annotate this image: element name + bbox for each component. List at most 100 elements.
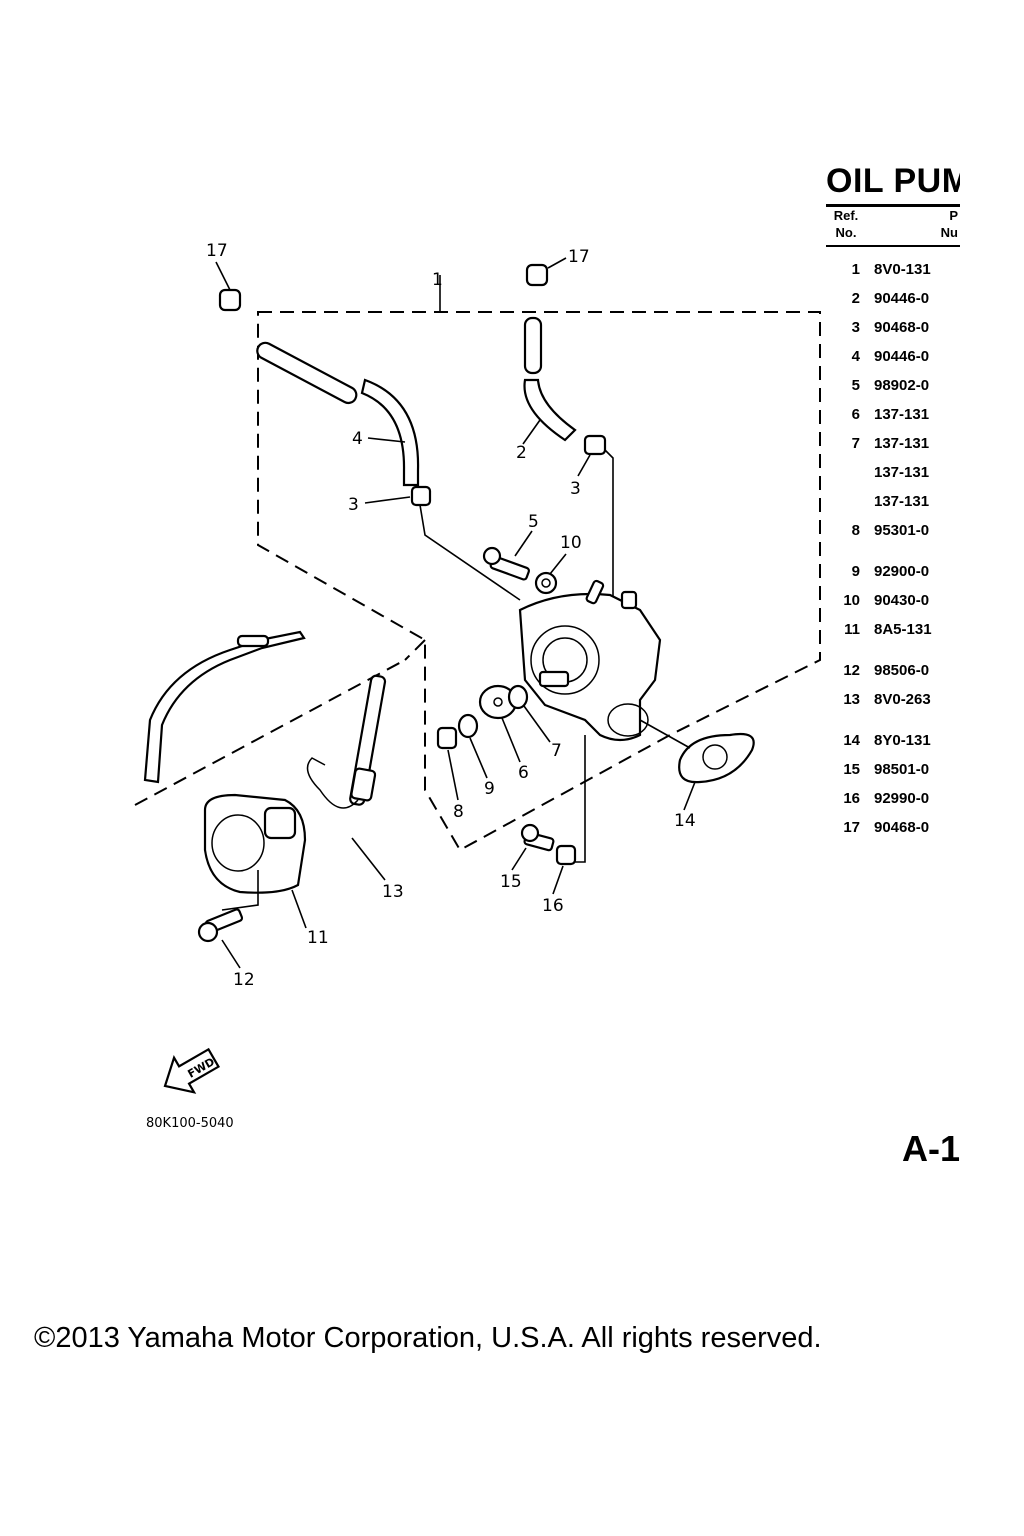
- part-ref-number: 11: [844, 621, 860, 638]
- part-ref-number: 14: [843, 732, 860, 749]
- control-cable: [143, 630, 306, 784]
- parts-list-row: 4 90446-0: [826, 342, 960, 371]
- part-ref-number: 12: [843, 662, 860, 679]
- part-ref-number: 9: [851, 563, 860, 580]
- part-ref-number: [826, 487, 874, 516]
- parts-list-title: OIL PUM: [826, 162, 960, 200]
- callout-10: 10: [560, 533, 582, 553]
- part-number: 90446-0: [874, 348, 930, 365]
- callout-7: 7: [551, 741, 562, 761]
- part-number: 8V0-131: [874, 261, 931, 278]
- fwd-arrow-icon: FWD: [163, 1047, 221, 1094]
- part-number: 92900-0: [874, 563, 930, 580]
- parts-list-row: 3 90468-0: [826, 313, 960, 342]
- part-number: 90430-0: [874, 592, 930, 609]
- part-ref-number: 8: [851, 522, 860, 539]
- hose-right: [523, 316, 577, 442]
- parts-list-row: 137-131: [826, 487, 960, 516]
- part-number: 98902-0: [874, 377, 930, 394]
- title-rule: [826, 204, 960, 207]
- part-ref-number: 13: [843, 691, 860, 708]
- part-number: 137-131: [874, 406, 930, 423]
- parts-list-row: 6 137-131: [826, 400, 960, 429]
- oil-pump-body: [518, 579, 662, 742]
- parts-list-row: 7 137-131: [826, 429, 960, 458]
- part-number: 137-131: [874, 493, 930, 510]
- bolt-5: [482, 546, 530, 581]
- parts-list-row: 9 92900-0: [826, 557, 960, 586]
- part-ref-number: 7: [851, 435, 860, 452]
- part-number: 90468-0: [874, 819, 930, 836]
- part-ref-number: 10: [843, 592, 860, 609]
- part-ref-number: 4: [851, 348, 860, 365]
- callout-13: 13: [382, 882, 404, 902]
- link-rod-13: [306, 674, 387, 809]
- page-id: A-1: [902, 1128, 960, 1169]
- callout-3-left: 3: [348, 495, 359, 515]
- callout-labels: 17 1 17 4 2 3 3 5 10 6 7 8 9 14 13 11 12…: [206, 241, 696, 990]
- parts-list-row: 15 98501-0: [826, 755, 960, 784]
- part-ref-number: 6: [851, 406, 860, 423]
- callout-14: 14: [674, 811, 696, 831]
- part-ref-number: 3: [851, 319, 860, 336]
- header-rule: [826, 245, 960, 247]
- callout-2: 2: [516, 443, 527, 463]
- callout-3-right: 3: [570, 479, 581, 499]
- parts-list-row: 10 90430-0: [826, 586, 960, 615]
- header-num-line2: Nu: [940, 225, 958, 240]
- parts-list-row: 137-131: [826, 458, 960, 487]
- part-number: 90468-0: [874, 319, 930, 336]
- part-ref-number: 15: [843, 761, 860, 778]
- callout-1: 1: [432, 270, 443, 290]
- callout-16: 16: [542, 896, 564, 916]
- washer-10: [534, 571, 558, 595]
- copyright-notice: ©2013 Yamaha Motor Corporation, U.S.A. A…: [34, 1322, 822, 1354]
- callout-4: 4: [352, 429, 363, 449]
- part-ref-number: 2: [851, 290, 860, 307]
- bolt-15: [520, 823, 577, 866]
- part-number: 8Y0-131: [874, 732, 931, 749]
- part-number: 8A5-131: [874, 621, 932, 638]
- callout-17-right: 17: [568, 247, 590, 267]
- drawing-code: 80K100-5040: [146, 1116, 234, 1131]
- parts-list-header: Ref. P: [826, 207, 960, 224]
- part-ref-number: 17: [843, 819, 860, 836]
- callout-11: 11: [307, 928, 329, 948]
- gasket-14: [678, 732, 755, 784]
- callout-5: 5: [528, 512, 539, 532]
- callout-6: 6: [518, 763, 529, 783]
- parts-list-row: 16 92990-0: [826, 784, 960, 813]
- part-number: 92990-0: [874, 790, 930, 807]
- parts-list-row: 8 95301-0: [826, 516, 960, 545]
- header-ref-line1: Ref.: [833, 208, 859, 223]
- parts-list-header-2: No. Nu: [826, 224, 960, 241]
- parts-list-row: 17 90468-0: [826, 813, 960, 842]
- part-number: 137-131: [874, 464, 930, 481]
- part-number: 137-131: [874, 435, 930, 452]
- part-number: 90446-0: [874, 290, 930, 307]
- part-ref-number: 16: [843, 790, 860, 807]
- parts-list-row: 11 8A5-131: [826, 615, 960, 644]
- callout-8: 8: [453, 802, 464, 822]
- callout-15: 15: [500, 872, 522, 892]
- header-ref-line2: No.: [835, 225, 857, 240]
- washers: [436, 684, 529, 750]
- parts-list-row: 14 8Y0-131: [826, 726, 960, 755]
- cover-11: [203, 793, 307, 894]
- part-ref-number: [826, 458, 874, 487]
- callout-17-left: 17: [206, 241, 228, 261]
- callout-9: 9: [484, 779, 495, 799]
- part-number: 98501-0: [874, 761, 930, 778]
- screw-12: [197, 908, 244, 943]
- cover-boundary: [134, 639, 426, 806]
- hose-left: [256, 341, 420, 487]
- part-ref-number: 5: [851, 377, 860, 394]
- part-number: 95301-0: [874, 522, 930, 539]
- parts-list-row: 2 90446-0: [826, 284, 960, 313]
